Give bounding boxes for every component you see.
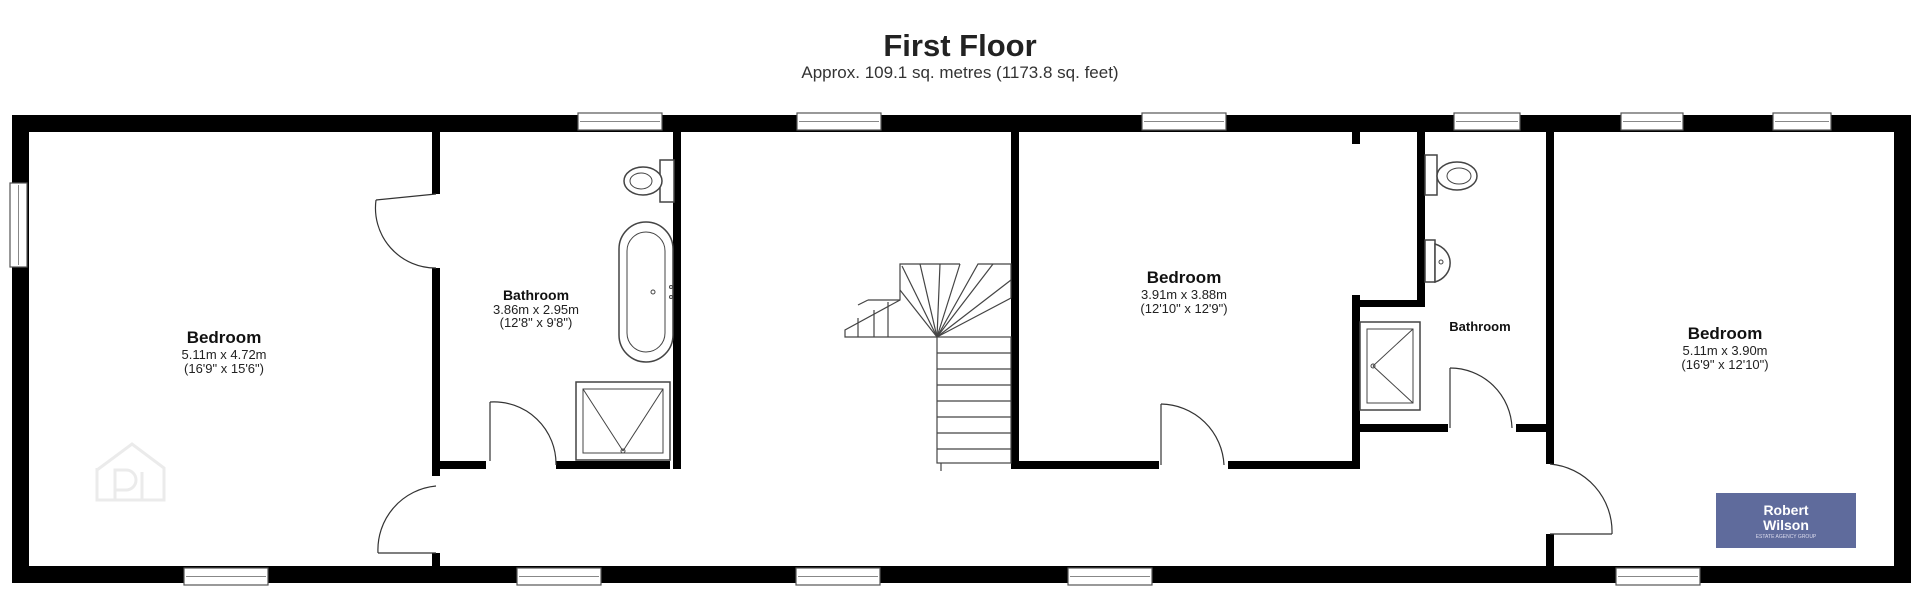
svg-text:(12'8" x 9'8"): (12'8" x 9'8") bbox=[500, 315, 573, 330]
room-label-bedroom-3: Bedroom 5.11m x 3.90m (16'9" x 12'10") bbox=[1681, 324, 1768, 372]
interior-walls bbox=[432, 132, 1554, 566]
svg-text:5.11m x 3.90m: 5.11m x 3.90m bbox=[1682, 343, 1767, 358]
svg-text:(12'10" x 12'9"): (12'10" x 12'9") bbox=[1140, 301, 1227, 316]
outer-walls bbox=[12, 115, 1911, 583]
plan-title: First Floor bbox=[883, 28, 1036, 63]
bathroom-1-fixtures bbox=[575, 159, 675, 461]
svg-text:3.86m x 2.95m: 3.86m x 2.95m bbox=[493, 302, 579, 317]
property-pal-watermark-icon bbox=[95, 442, 166, 502]
door-left-bedroom-lower bbox=[377, 485, 437, 554]
window-top-2 bbox=[796, 112, 882, 131]
svg-text:5.11m x 4.72m: 5.11m x 4.72m bbox=[181, 347, 266, 362]
svg-text:(16'9" x 15'6"): (16'9" x 15'6") bbox=[184, 361, 264, 376]
window-top-5 bbox=[1620, 112, 1684, 131]
door-bathroom-2 bbox=[1449, 367, 1513, 429]
logo-tagline: ESTATE AGENCY GROUP bbox=[1756, 534, 1817, 540]
logo-line-1: Robert bbox=[1763, 502, 1808, 518]
agency-logo: Robert Wilson ESTATE AGENCY GROUP bbox=[1716, 493, 1856, 548]
bathroom-2-fixtures bbox=[1359, 154, 1478, 411]
door-left-bedroom bbox=[374, 193, 437, 269]
svg-text:Bedroom: Bedroom bbox=[1147, 268, 1222, 287]
svg-text:Bathroom: Bathroom bbox=[503, 287, 569, 303]
window-bottom-1 bbox=[183, 567, 269, 586]
svg-text:(16'9" x 12'10"): (16'9" x 12'10") bbox=[1681, 357, 1768, 372]
staircase-icon bbox=[844, 263, 1012, 471]
toilet-icon bbox=[1424, 154, 1478, 196]
room-label-bathroom-2: Bathroom bbox=[1449, 319, 1510, 334]
shower-tray-icon bbox=[1359, 321, 1421, 411]
window-top-3 bbox=[1141, 112, 1227, 131]
door-bathroom bbox=[489, 401, 557, 466]
logo-line-2: Wilson bbox=[1763, 517, 1809, 533]
window-top-6 bbox=[1772, 112, 1832, 131]
door-right-bedroom bbox=[1549, 463, 1613, 535]
bathtub-icon bbox=[618, 221, 674, 363]
windows bbox=[9, 112, 1832, 586]
svg-text:Bathroom: Bathroom bbox=[1449, 319, 1510, 334]
window-left bbox=[9, 182, 28, 268]
window-top-1 bbox=[577, 112, 663, 131]
window-top-4 bbox=[1453, 112, 1521, 131]
room-label-bedroom-1: Bedroom 5.11m x 4.72m (16'9" x 15'6") bbox=[181, 328, 266, 376]
svg-text:Bedroom: Bedroom bbox=[1688, 324, 1763, 343]
door-middle-bedroom bbox=[1160, 403, 1225, 466]
plan-subtitle: Approx. 109.1 sq. metres (1173.8 sq. fee… bbox=[801, 63, 1118, 82]
doors bbox=[374, 193, 1613, 554]
window-bottom-2 bbox=[516, 567, 602, 586]
svg-text:Bedroom: Bedroom bbox=[187, 328, 262, 347]
room-label-bathroom-1: Bathroom 3.86m x 2.95m (12'8" x 9'8") bbox=[493, 287, 579, 330]
room-label-bedroom-2: Bedroom 3.91m x 3.88m (12'10" x 12'9") bbox=[1140, 268, 1227, 316]
shower-tray-icon bbox=[575, 381, 671, 461]
window-bottom-3 bbox=[795, 567, 881, 586]
window-bottom-4 bbox=[1067, 567, 1153, 586]
toilet-icon bbox=[623, 159, 675, 203]
window-bottom-5 bbox=[1615, 567, 1701, 586]
sink-icon bbox=[1424, 239, 1451, 284]
svg-text:3.91m x 3.88m: 3.91m x 3.88m bbox=[1141, 287, 1227, 302]
